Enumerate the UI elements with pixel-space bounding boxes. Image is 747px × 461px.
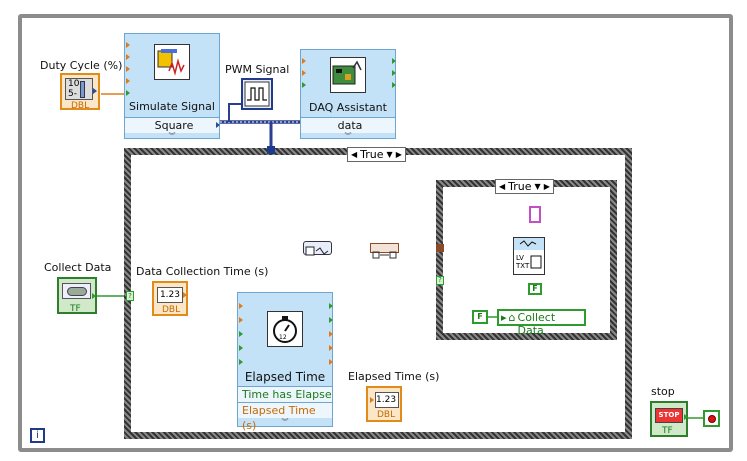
false-constant-local[interactable]: F	[472, 310, 488, 324]
tf-badge: TF	[70, 304, 81, 314]
daq-assistant-terminal[interactable]: data	[301, 117, 395, 133]
house-icon: ⌂	[508, 311, 516, 324]
pwm-signal-graph-indicator[interactable]	[241, 78, 273, 110]
dbl-badge: DBL	[377, 410, 396, 420]
increment-arrow-icon[interactable]: ▶	[543, 182, 550, 191]
dbl-badge: DBL	[71, 101, 90, 111]
simulate-signal-icon	[154, 44, 190, 80]
waveform-array-node[interactable]	[370, 243, 399, 259]
stop-label: stop	[651, 385, 675, 398]
duty-cycle-label: Duty Cycle (%)	[40, 59, 123, 72]
tf-badge: TF	[662, 426, 673, 436]
path-constant[interactable]	[529, 206, 541, 223]
loop-condition-terminal[interactable]	[703, 410, 720, 427]
expand-chevron-icon[interactable]: ︾	[281, 418, 289, 426]
time-has-elapsed-terminal[interactable]: Time has Elapse	[238, 386, 332, 402]
elapsed-time-indicator: 1.23 DBL	[366, 386, 402, 422]
daq-assistant-icon	[330, 57, 366, 93]
simulate-signal-terminal[interactable]: Square	[125, 117, 219, 133]
data-collection-time-label: Data Collection Time (s)	[136, 265, 269, 278]
elapsed-time-indicator-label: Elapsed Time (s)	[348, 370, 440, 383]
numeric-display: 1.23	[157, 287, 183, 303]
pwm-signal-label: PWM Signal	[225, 63, 290, 76]
daq-assistant-title: DAQ Assistant	[309, 101, 387, 114]
dropdown-arrow-icon[interactable]: ▼	[386, 150, 393, 159]
case-selector-outer[interactable]: ◀ True ▼ ▶	[347, 147, 406, 162]
stop-icon: STOP	[655, 408, 683, 423]
dropdown-arrow-icon[interactable]: ▼	[534, 182, 541, 191]
local-variable-label: Collect Data	[517, 311, 556, 337]
iteration-terminal: i	[30, 428, 45, 443]
tri-right-icon: ▸	[501, 311, 507, 324]
wire-local	[488, 316, 498, 318]
case-selector-label: True	[360, 148, 384, 161]
stopwatch-icon: 12	[267, 311, 303, 347]
simulate-signal-title: Simulate Signal	[129, 100, 215, 113]
decrement-arrow-icon[interactable]: ◀	[351, 150, 358, 159]
increment-arrow-icon[interactable]: ▶	[395, 150, 402, 159]
stop-button-control[interactable]: STOP TF	[650, 401, 688, 437]
collect-data-control[interactable]: TF	[57, 277, 97, 314]
elapsed-time-vi[interactable]: 12 Elapsed Time Time has Elapse Elapsed …	[237, 292, 333, 432]
numeric-display: 1.23	[375, 392, 399, 408]
decrement-arrow-icon[interactable]: ◀	[499, 182, 506, 191]
inner-case-tunnel	[436, 244, 444, 252]
waveform-node-icon	[372, 251, 397, 259]
case-tunnel	[267, 146, 275, 154]
outer-case-selector-tunnel: ?	[126, 291, 134, 301]
false-constant[interactable]: F	[528, 283, 542, 295]
slider-icon: 10 5-	[65, 78, 93, 100]
data-collection-time-control[interactable]: 1.23 DBL	[152, 281, 188, 316]
inner-case-selector-tunnel: ?	[436, 276, 444, 285]
collect-data-local-variable[interactable]: ▸⌂Collect Data	[497, 309, 586, 337]
write-file-icon: LV TXT	[514, 238, 544, 270]
duty-cycle-control[interactable]: 10 5- DBL	[60, 73, 100, 111]
daq-assistant-vi[interactable]: DAQ Assistant data ︾	[300, 49, 396, 140]
dbl-badge: DBL	[162, 305, 181, 315]
expand-chevron-icon[interactable]: ︾	[344, 132, 352, 140]
stop-sign-icon	[708, 415, 716, 423]
elapsed-time-s-terminal[interactable]: Elapsed Time (s)	[238, 402, 332, 432]
simulate-signal-vi[interactable]: Simulate Signal Square ︾	[124, 33, 220, 140]
toggle-switch-icon	[62, 283, 91, 299]
svg-text:TXT: TXT	[515, 262, 530, 270]
waveform-graph-icon	[244, 81, 270, 107]
write-measurement-file-vi[interactable]: LV TXT	[513, 237, 545, 275]
elapsed-time-title: Elapsed Time	[244, 370, 326, 384]
convert-icon	[305, 246, 329, 256]
convert-from-dynamic-data[interactable]	[303, 241, 332, 256]
expand-chevron-icon[interactable]: ︾	[168, 132, 176, 140]
svg-text:12: 12	[279, 334, 287, 341]
collect-data-label: Collect Data	[44, 261, 112, 274]
case-selector-inner[interactable]: ◀ True ▼ ▶	[495, 179, 554, 194]
case-selector-label: True	[508, 180, 532, 193]
svg-text:LV: LV	[516, 254, 524, 262]
